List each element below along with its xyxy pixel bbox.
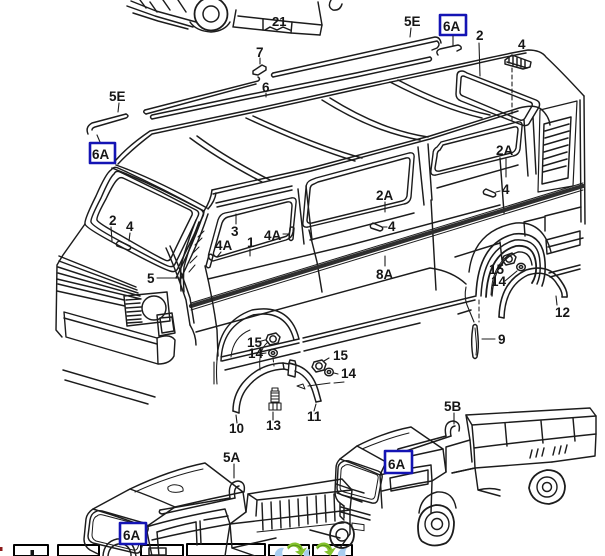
svg-text:3: 3 (231, 224, 239, 239)
svg-text:8A: 8A (376, 267, 394, 282)
svg-text:2A: 2A (376, 188, 394, 203)
svg-text:6A: 6A (123, 528, 141, 543)
svg-text:15: 15 (247, 335, 263, 350)
svg-text:7: 7 (256, 45, 264, 60)
svg-text:13: 13 (266, 418, 282, 433)
svg-text:14: 14 (248, 346, 264, 361)
svg-text:4: 4 (126, 219, 134, 234)
svg-text:11: 11 (307, 409, 322, 424)
svg-text:5B: 5B (444, 399, 462, 414)
svg-text:2: 2 (476, 28, 484, 43)
svg-text:2: 2 (109, 213, 117, 228)
svg-text:4: 4 (502, 182, 510, 197)
svg-text:10: 10 (229, 421, 244, 436)
svg-text:6: 6 (262, 80, 270, 95)
svg-text:15: 15 (489, 262, 505, 277)
svg-text:9: 9 (498, 332, 506, 347)
svg-text:14: 14 (341, 366, 357, 381)
svg-text:2A: 2A (496, 143, 514, 158)
svg-text:5A: 5A (223, 450, 241, 465)
svg-text:6A: 6A (388, 457, 406, 472)
svg-text:4A: 4A (264, 228, 282, 243)
svg-text:5E: 5E (404, 14, 421, 29)
svg-text:12: 12 (555, 305, 570, 320)
svg-text:4: 4 (388, 219, 396, 234)
svg-text:6A: 6A (92, 147, 110, 162)
svg-text:4A: 4A (215, 238, 233, 253)
svg-text:5E: 5E (109, 89, 126, 104)
svg-text:15: 15 (333, 348, 349, 363)
svg-text:21: 21 (272, 14, 286, 29)
svg-text:5: 5 (147, 271, 155, 286)
svg-text:14: 14 (491, 274, 507, 289)
svg-text:1: 1 (247, 235, 255, 250)
svg-text:4: 4 (518, 37, 526, 52)
svg-text:6A: 6A (443, 19, 461, 34)
